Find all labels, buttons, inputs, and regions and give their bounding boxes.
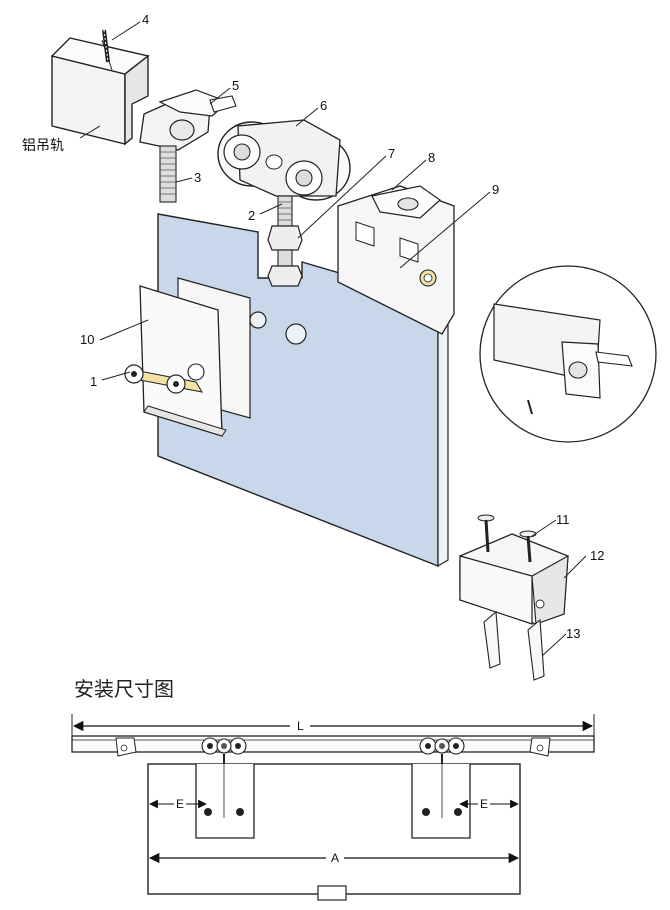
- roller-left: [201, 737, 247, 764]
- end-plate-10: [139, 277, 251, 437]
- floor-guide-12: [459, 533, 569, 625]
- callout-1: 1: [90, 374, 97, 389]
- nut-7: [267, 225, 303, 287]
- bolt-2: [277, 195, 293, 227]
- callout-3: 3: [194, 170, 201, 185]
- callout-labels: 4 5 3 6 2 7 8 9 10 1 11 12 13 铝吊轨: [22, 12, 604, 641]
- aluminium-rail-section: [50, 37, 150, 146]
- wall-plugs-13: [483, 610, 545, 681]
- installation-drawing: L: [71, 714, 595, 901]
- callout-11: 11: [556, 512, 570, 527]
- hanger-clamp-5: [139, 89, 237, 151]
- detail-circle: [479, 265, 657, 443]
- bolt-1: [124, 363, 205, 394]
- rail-label: 铝吊轨: [22, 138, 64, 154]
- end-stop-left: [115, 737, 137, 757]
- roller-right: [419, 737, 465, 764]
- callout-9: 9: [492, 182, 499, 197]
- section-title: 安装尺寸图: [74, 677, 174, 701]
- dimension-E-left: E: [176, 797, 184, 811]
- dimension-E-right: E: [480, 797, 488, 811]
- callout-12: 12: [590, 548, 604, 563]
- callout-2: 2: [248, 208, 255, 223]
- roller-carriage-6: [217, 119, 351, 201]
- threaded-rod-3: [159, 145, 177, 203]
- callout-8: 8: [428, 150, 435, 165]
- end-stop-right: [529, 737, 551, 757]
- dimension-L: L: [297, 719, 304, 733]
- callout-10: 10: [80, 332, 94, 347]
- callout-13: 13: [566, 626, 580, 641]
- screw-4: [102, 29, 110, 63]
- dimension-A: A: [331, 851, 339, 865]
- callout-4: 4: [142, 12, 149, 27]
- callout-7: 7: [388, 146, 395, 161]
- clamp-plate-8: [337, 185, 455, 335]
- callout-leaders: [79, 21, 587, 657]
- spacer-9: [419, 269, 437, 287]
- callout-5: 5: [232, 78, 239, 93]
- callout-6: 6: [320, 98, 327, 113]
